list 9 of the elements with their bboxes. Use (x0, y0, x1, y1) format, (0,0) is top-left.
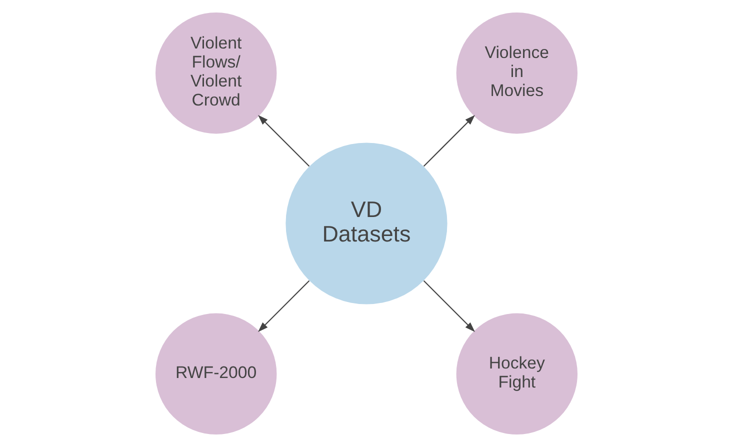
arrow (422, 280, 474, 332)
node-circle: Violent Flows/ Violent Crowd (155, 12, 276, 134)
arrow (422, 114, 475, 167)
node-circle: RWF-2000 (155, 313, 276, 434)
node-circle: Hockey Fight (456, 313, 577, 434)
node-circle: VD Datasets (285, 142, 447, 304)
arrow (258, 280, 310, 332)
node-circle: Violence in Movies (456, 12, 577, 134)
arrow (258, 115, 310, 167)
